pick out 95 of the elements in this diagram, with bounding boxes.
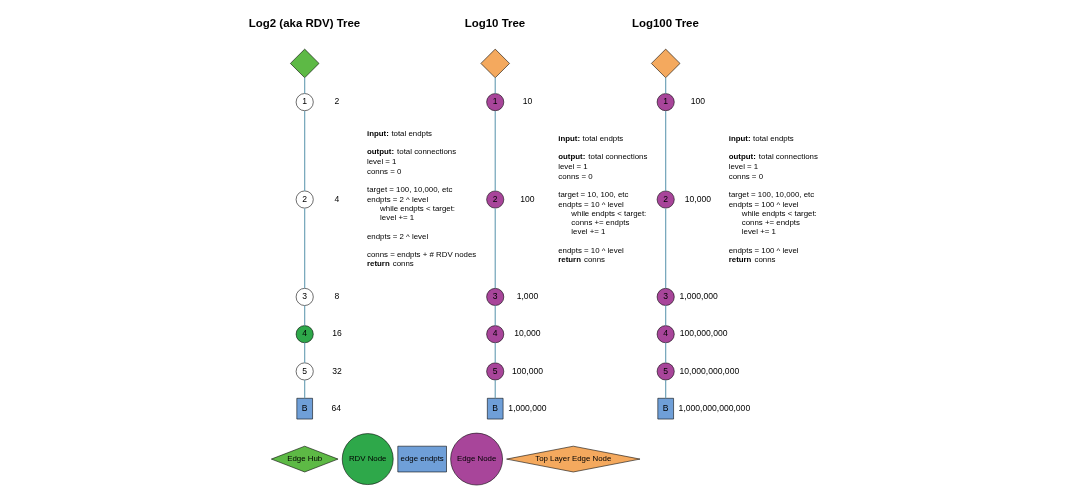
label: conns = 0 [557,171,593,181]
label: conns += endpts [741,217,800,227]
label: level += 1 [379,212,414,222]
node-circle: 5 [485,362,504,380]
node-label: 10,000 [513,327,541,338]
legend-label: Edge Hub [286,453,322,463]
label: Log100 Tree [631,16,699,29]
legend-label: RDV Node [348,453,387,463]
connector [303,109,305,191]
node-box: B [657,397,674,419]
node-label: 4 [334,193,339,204]
node-circle: 1 [485,92,504,111]
label: return conns [557,254,605,264]
node-circle: 5 [656,362,675,380]
legend-label: Edge Node [456,453,496,463]
node-box: B [296,397,313,419]
node-label: 10 [522,95,532,106]
node-label: 1,000,000,000,000 [678,402,750,413]
node-circle: 4 [295,324,314,343]
label: return conns [728,254,776,264]
label: level = 1 [728,161,758,171]
node-circle: 3 [295,287,314,306]
label: level += 1 [741,226,776,236]
node-circle: 5 [295,362,314,380]
legend-label: edge endpts [400,453,444,463]
label: level = 1 [366,156,397,166]
connector [494,109,496,191]
node-label: 100,000 [511,365,543,376]
connector [303,207,305,289]
node-label: 100 [690,95,705,106]
label: level = 1 [557,161,588,171]
node-label: 10,000 [684,193,711,204]
node-circle: 1 [295,92,314,111]
connector [664,379,666,399]
label: target = 100, 10,000, etc [366,184,452,194]
label: Log10 Tree [464,16,525,29]
node-circle: 4 [656,324,675,343]
node-diamond [650,48,680,78]
node-label: 16 [331,327,342,338]
node-circle: 1 [656,92,675,111]
node-label: 1,000,000 [507,402,547,413]
label: while endpts < target: [741,208,817,218]
label: conns += endpts [570,217,629,227]
label: input: total endpts [366,128,432,138]
label: while endpts < target: [570,208,646,218]
label: input: total endpts [728,133,794,143]
node-box: B [486,397,503,419]
label: conns = endpts + # RDV nodes [366,249,476,259]
connector [494,379,496,399]
connector [664,304,666,326]
node-circle: 2 [656,190,675,208]
label: Log2 (aka RDV) Tree [248,16,360,29]
label: conns = 0 [366,166,401,176]
label: output: total connections [557,151,647,161]
label: endpts = 100 ^ level [728,245,799,255]
node-label: 1,000,000 [679,290,718,301]
label: endpts = 2 ^ level [366,194,428,204]
label: endpts = 2 ^ level [366,231,428,241]
label: target = 10, 100, etc [557,189,628,199]
node-circle: 2 [295,190,314,208]
label: endpts = 10 ^ level [557,245,624,255]
node-label: 100 [519,193,535,204]
connector [303,341,305,363]
node-circle: 2 [485,190,504,208]
label: while endpts < target: [379,203,455,213]
node-circle: 3 [485,287,504,306]
node-circle: 3 [656,287,675,306]
node-circle: 4 [485,324,504,343]
label: output: total connections [366,146,456,156]
connector [303,379,305,399]
label: input: total endpts [557,133,623,143]
connector [494,207,496,289]
label: target = 100, 10,000, etc [728,189,814,199]
connector [664,109,666,191]
node-label: 8 [334,290,339,301]
node-label: 100,000,000 [679,327,728,338]
node-label: 32 [331,365,342,376]
node-diamond [289,48,319,78]
label: endpts = 100 ^ level [728,199,799,209]
node-label: 1,000 [516,290,538,301]
label: level += 1 [570,226,605,236]
connector [664,207,666,289]
legend-label: Top Layer Edge Node [534,453,611,463]
connector [494,304,496,326]
node-label: 10,000,000,000 [679,365,739,376]
connector [303,304,305,326]
connector [664,341,666,363]
connector [494,341,496,363]
label: return conns [366,258,414,268]
label: output: total connections [728,151,818,161]
label: endpts = 10 ^ level [557,199,624,209]
node-label: 2 [334,95,339,106]
node-diamond [480,48,510,78]
label: conns = 0 [728,171,763,181]
node-label: 64 [330,402,341,413]
